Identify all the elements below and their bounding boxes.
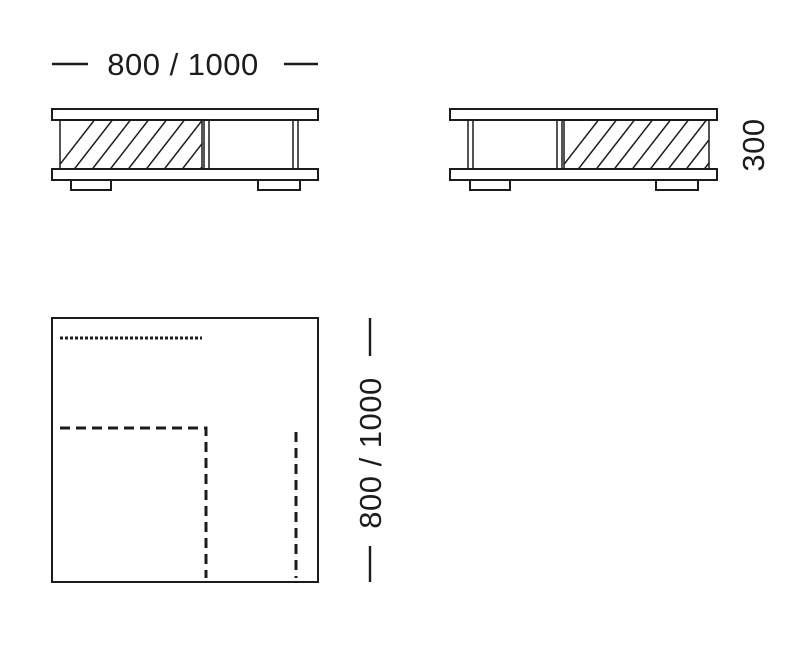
front-elevation-view	[51, 108, 319, 191]
front-foot-left	[70, 179, 112, 191]
front-bottom-slab	[51, 168, 319, 181]
side-bottom-slab	[449, 168, 718, 181]
width-dimension-label: 800 / 1000	[107, 47, 259, 82]
side-foot-right	[655, 179, 699, 191]
front-hatched-panel	[59, 119, 203, 170]
front-foot-right	[257, 179, 301, 191]
plan-hidden-edge-corner	[60, 426, 208, 578]
front-top-slab	[51, 108, 319, 121]
side-panel-hatching	[564, 120, 709, 169]
height-dimension-label: 300	[736, 118, 771, 171]
plan-outline	[51, 317, 319, 583]
depth-dimension-label: 800 / 1000	[353, 377, 388, 529]
depth-dimension: 800 / 1000	[353, 318, 388, 582]
side-top-slab	[449, 108, 718, 121]
front-panel-hatching	[60, 120, 202, 169]
front-end-post	[292, 119, 299, 170]
side-divider-post	[556, 119, 563, 170]
side-hatched-panel	[563, 119, 710, 170]
side-end-post	[467, 119, 474, 170]
plan-view	[51, 317, 319, 583]
side-foot-left	[469, 179, 511, 191]
side-elevation-view	[449, 108, 718, 191]
height-dimension: 300	[736, 118, 771, 171]
front-divider-post	[203, 119, 210, 170]
width-dimension: 800 / 1000	[52, 47, 318, 82]
